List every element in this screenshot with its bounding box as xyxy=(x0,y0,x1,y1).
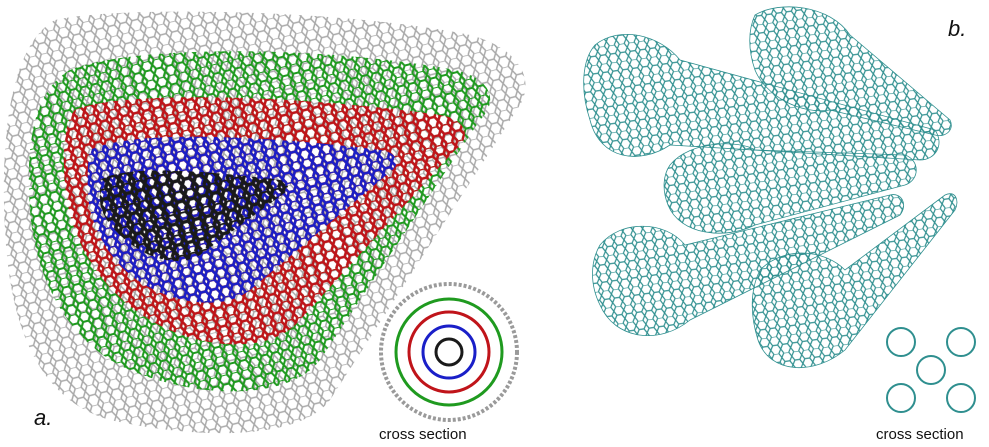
nanotube-bundle-illustration xyxy=(583,6,976,413)
black-inner-shell xyxy=(100,170,288,262)
multiwall-nanotube-illustration xyxy=(3,11,526,434)
tube-top-left xyxy=(583,33,940,161)
panel-a-multiwall-nanotube: a. cross section xyxy=(3,11,526,443)
cross-section-a xyxy=(379,282,519,422)
cross-section-caption-b: cross section xyxy=(876,426,964,443)
tube-bottom-right xyxy=(751,193,958,368)
cross-section-caption-a: cross section xyxy=(379,426,467,443)
panel-b-nanotube-bundle: b. cross section xyxy=(560,0,989,447)
tube-bottom-left xyxy=(592,194,904,337)
panel-label-b: b. xyxy=(948,16,967,41)
tube-middle xyxy=(663,143,917,234)
panel-label-a: a. xyxy=(34,405,53,430)
tube-top-right xyxy=(749,6,952,137)
cross-section-b xyxy=(886,327,976,413)
